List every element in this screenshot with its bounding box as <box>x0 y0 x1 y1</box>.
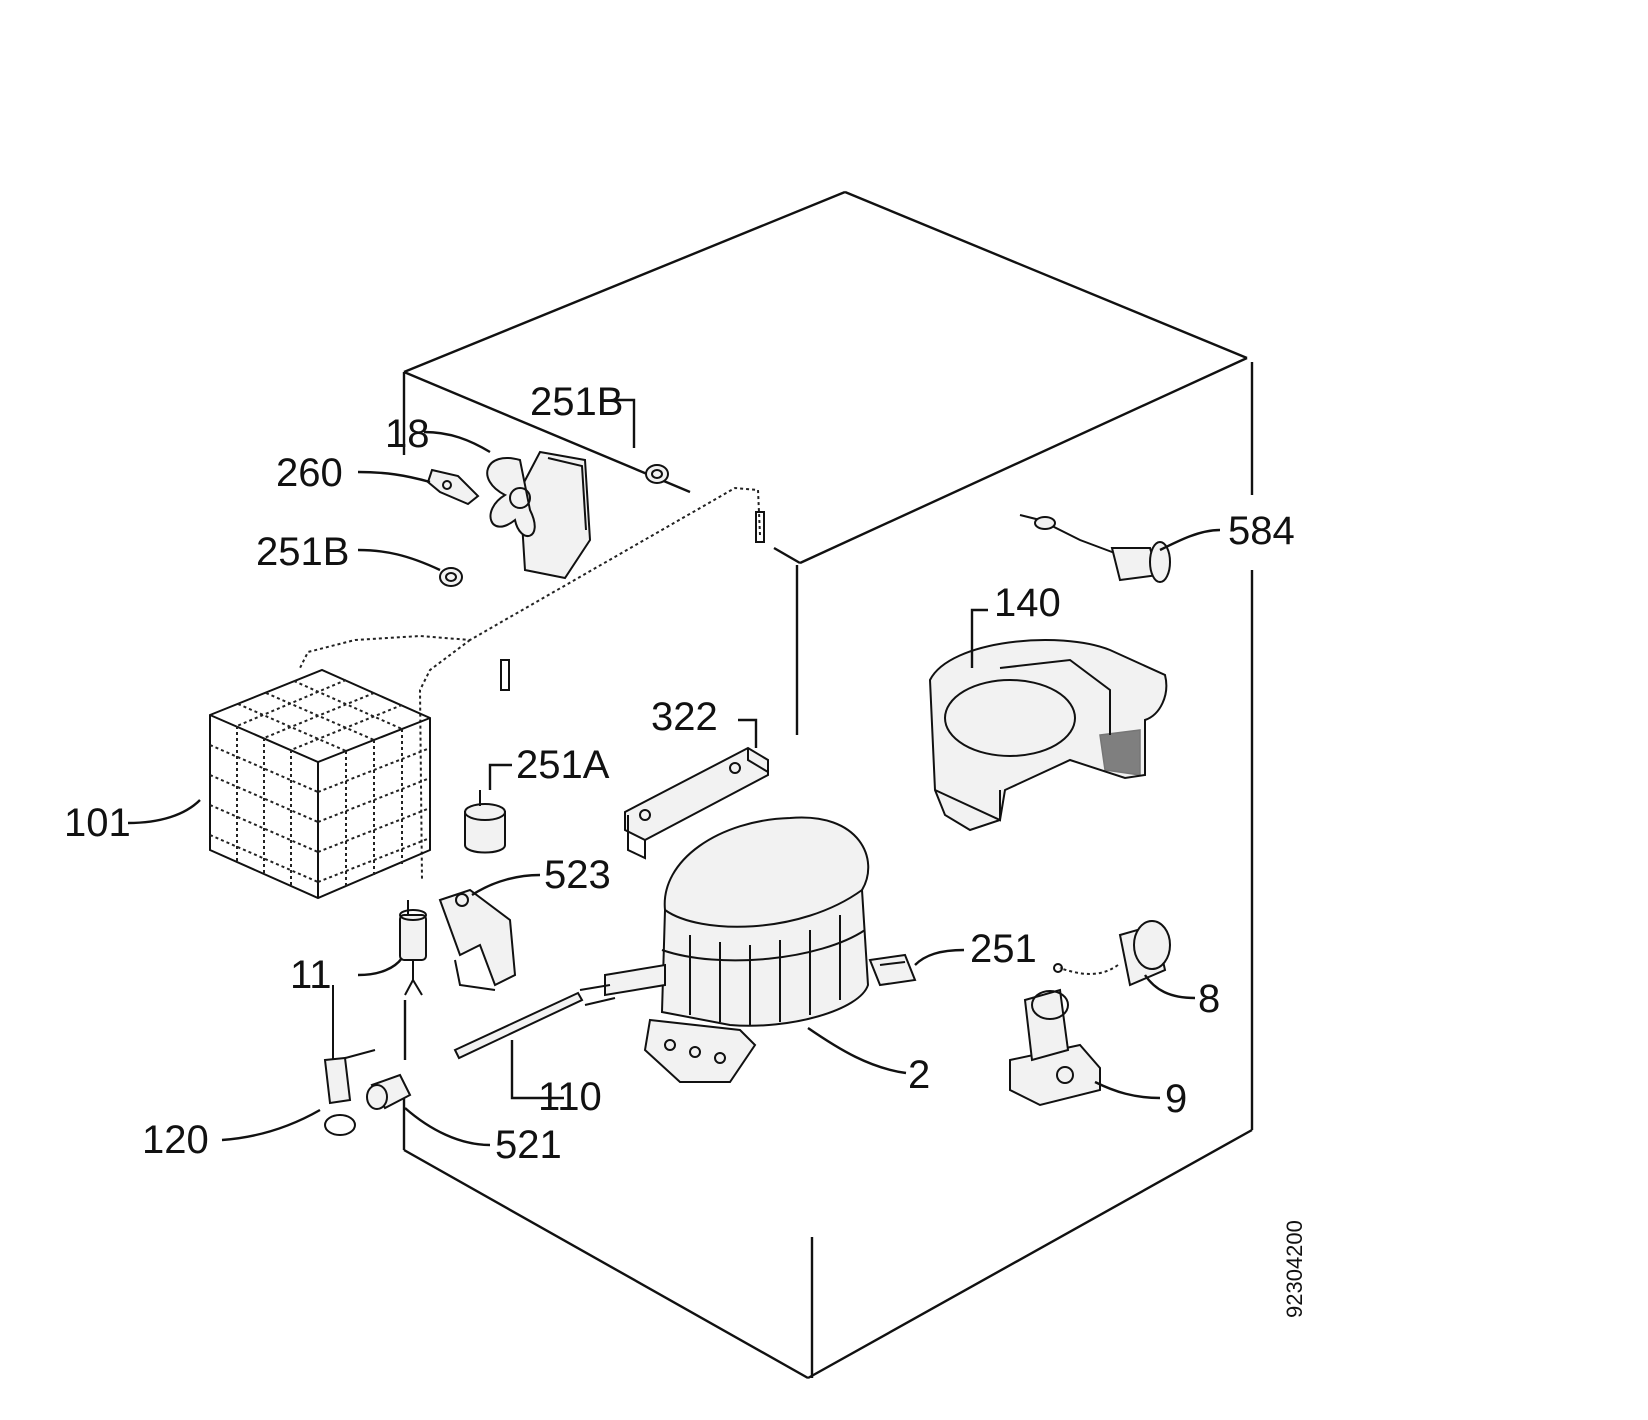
capacitor-bracket <box>438 888 517 991</box>
compressor <box>579 816 870 1083</box>
bracket <box>426 468 480 506</box>
relay-starter <box>1009 988 1101 1107</box>
valve-cap <box>366 1073 412 1110</box>
capacitor <box>399 900 427 996</box>
label-8: 8 <box>1198 977 1220 1021</box>
part-labels: 18 251B 260 251B 584 140 322 251A 101 52… <box>64 380 1295 1167</box>
label-11: 11 <box>290 953 332 997</box>
damper <box>464 790 506 854</box>
label-523: 523 <box>544 853 611 897</box>
label-260: 260 <box>276 451 343 495</box>
filter-drier <box>323 985 376 1136</box>
label-251B-left: 251B <box>256 530 349 574</box>
label-251B-top: 251B <box>530 380 623 424</box>
grommet-top <box>645 464 669 484</box>
rubber-foot <box>868 953 917 987</box>
wiring-harness <box>299 486 765 881</box>
label-9: 9 <box>1165 1077 1187 1121</box>
label-18: 18 <box>385 412 430 456</box>
label-110: 110 <box>538 1075 602 1119</box>
label-322: 322 <box>651 695 718 739</box>
overload-protector <box>1053 920 1171 987</box>
label-2: 2 <box>908 1053 930 1097</box>
leader-lines <box>127 398 1221 1147</box>
label-521: 521 <box>495 1123 562 1167</box>
sensor-probe <box>1019 514 1171 583</box>
label-584: 584 <box>1228 509 1295 553</box>
label-101: 101 <box>64 801 131 845</box>
condenser-grille <box>209 668 431 900</box>
mounting-rail <box>624 746 769 860</box>
label-251: 251 <box>970 927 1037 971</box>
drawing-number: 92304200 <box>1282 1220 1307 1318</box>
label-120: 120 <box>142 1118 209 1162</box>
fan-motor <box>486 450 592 580</box>
label-251A: 251A <box>516 743 610 787</box>
capillary-tube <box>453 991 584 1060</box>
cabinet-outline <box>402 190 1254 1380</box>
grommet-left <box>439 567 463 587</box>
drip-tray <box>928 639 1168 832</box>
label-140: 140 <box>994 581 1061 625</box>
